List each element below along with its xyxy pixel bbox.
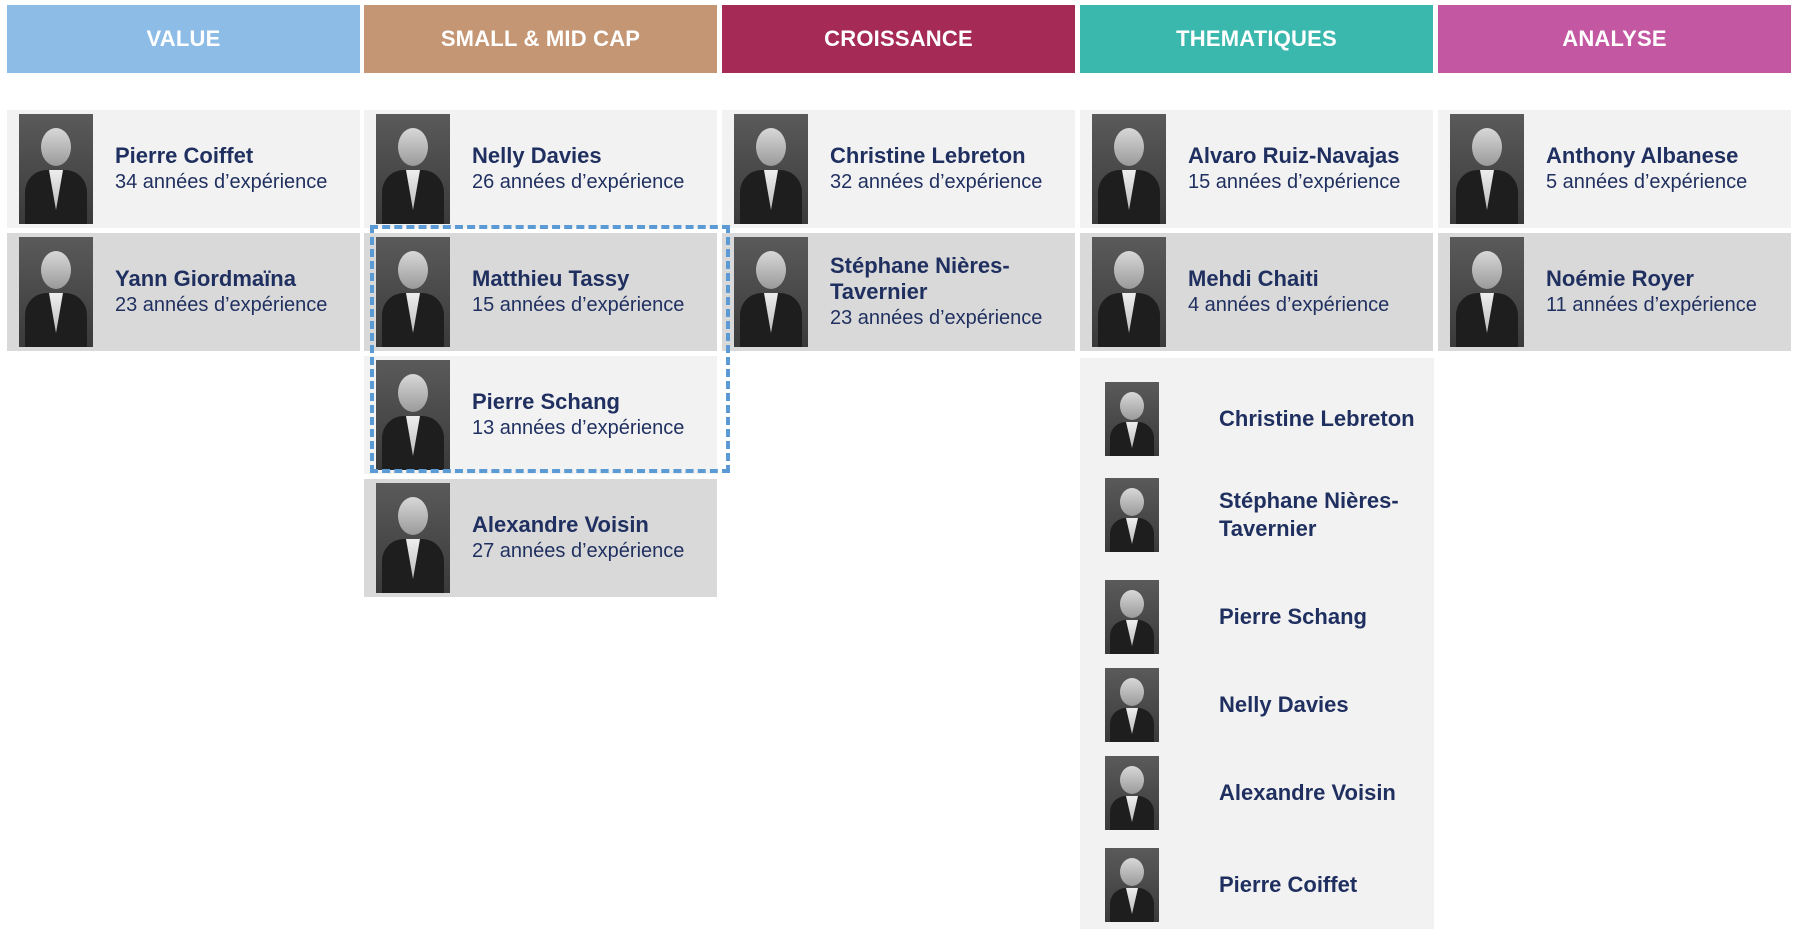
person-card: Mehdi Chaiti 4 années d’expérience [1080, 233, 1433, 351]
column-header-thematiques: THEMATIQUES [1080, 5, 1433, 73]
person-name: Nelly Davies [472, 143, 602, 168]
column-header-croissance: CROISSANCE [722, 5, 1075, 73]
contributor-item: Christine Lebreton [1105, 382, 1415, 456]
column-title: THEMATIQUES [1176, 26, 1337, 51]
person-experience: 34 années d’expérience [115, 171, 328, 193]
portrait-photo [1092, 114, 1166, 224]
person-card: Yann Giordmaïna 23 années d’expérience [7, 233, 360, 351]
person-card: Christine Lebreton 32 années d’expérienc… [722, 110, 1075, 228]
portrait-photo [734, 114, 808, 224]
person-experience: 32 années d’expérience [830, 171, 1043, 193]
contributor-name: Pierre Schang [1219, 604, 1367, 629]
portrait-photo [19, 114, 93, 224]
person-name: Pierre Coiffet [115, 143, 254, 168]
column-header-value: VALUE [7, 5, 360, 73]
person-experience: 13 années d’expérience [472, 417, 685, 439]
column-analyse: ANALYSE Anthony Albanese 5 années d’expé… [1438, 5, 1791, 351]
person-name: Alexandre Voisin [472, 512, 649, 537]
person-card: Alvaro Ruiz-Navajas 15 années d’expérien… [1080, 110, 1433, 228]
portrait-photo [1105, 382, 1159, 456]
person-name: Anthony Albanese [1546, 143, 1739, 168]
contributor-name: Christine Lebreton [1219, 406, 1415, 431]
person-name-line2: Tavernier [830, 279, 928, 304]
column-value: VALUE Pierre Coiffet 34 années d’expérie… [7, 5, 360, 351]
person-name: Yann Giordmaïna [115, 266, 296, 291]
portrait-photo [376, 360, 450, 470]
person-name: Matthieu Tassy [472, 266, 630, 291]
portrait-photo [1105, 848, 1159, 922]
person-name: Noémie Royer [1546, 266, 1694, 291]
column-title: SMALL & MID CAP [440, 26, 641, 51]
person-card: Nelly Davies 26 années d’expérience [364, 110, 717, 228]
contributor-name: Alexandre Voisin [1219, 780, 1396, 805]
person-experience: 23 années d’expérience [115, 294, 328, 316]
person-card: Matthieu Tassy 15 années d’expérience [364, 233, 717, 351]
portrait-photo [376, 114, 450, 224]
portrait-photo [1105, 478, 1159, 552]
contributor-item: Alexandre Voisin [1105, 756, 1396, 830]
column-header-analyse: ANALYSE [1438, 5, 1791, 73]
person-card: Pierre Coiffet 34 années d’expérience [7, 110, 360, 228]
portrait-photo [734, 237, 808, 347]
contributor-item: Stéphane Nières- Tavernier [1105, 478, 1399, 552]
portrait-photo [1105, 756, 1159, 830]
person-experience: 5 années d’expérience [1546, 171, 1748, 193]
person-experience: 27 années d’expérience [472, 540, 685, 562]
portrait-photo [1092, 237, 1166, 347]
person-experience: 4 années d’expérience [1188, 294, 1390, 316]
column-title: ANALYSE [1562, 26, 1667, 51]
contributor-item: Nelly Davies [1105, 668, 1349, 742]
person-name-line1: Stéphane Nières- [830, 253, 1010, 278]
person-name: Mehdi Chaiti [1188, 266, 1319, 291]
person-experience: 15 années d’expérience [472, 294, 685, 316]
person-name: Pierre Schang [472, 389, 620, 414]
portrait-photo [1105, 668, 1159, 742]
column-title: VALUE [146, 26, 221, 51]
person-name: Alvaro Ruiz-Navajas [1188, 143, 1400, 168]
person-experience: 11 années d’expérience [1546, 294, 1757, 316]
contributor-item: Pierre Schang [1105, 580, 1367, 654]
person-card: Alexandre Voisin 27 années d’expérience [364, 479, 717, 597]
person-card: Stéphane Nières- Tavernier 23 années d’e… [722, 233, 1075, 351]
portrait-photo [1105, 580, 1159, 654]
person-experience: 15 années d’expérience [1188, 171, 1401, 193]
person-card: Pierre Schang 13 années d’expérience [364, 356, 717, 474]
column-small-mid-cap: SMALL & MID CAP Nelly Davies 26 années d… [364, 5, 717, 597]
portrait-photo [1450, 114, 1524, 224]
contributor-name: Nelly Davies [1219, 692, 1349, 717]
column-thematiques: THEMATIQUES Alvaro Ruiz-Navajas 15 année… [1080, 5, 1433, 351]
portrait-photo [376, 483, 450, 593]
portrait-photo [1450, 237, 1524, 347]
contributor-name-line2: Tavernier [1219, 516, 1317, 541]
portrait-photo [376, 237, 450, 347]
contributor-name: Pierre Coiffet [1219, 872, 1358, 897]
column-title: CROISSANCE [824, 26, 973, 51]
person-card: Noémie Royer 11 années d’expérience [1438, 233, 1791, 351]
person-experience: 26 années d’expérience [472, 171, 685, 193]
person-name: Christine Lebreton [830, 143, 1026, 168]
column-header-small-mid-cap: SMALL & MID CAP [364, 5, 717, 73]
contributor-name-line1: Stéphane Nières- [1219, 488, 1399, 513]
person-experience: 23 années d’expérience [830, 307, 1043, 329]
column-croissance: CROISSANCE Christine Lebreton 32 années … [722, 5, 1075, 351]
portrait-photo [19, 237, 93, 347]
contributor-item: Pierre Coiffet [1105, 848, 1357, 922]
person-card: Anthony Albanese 5 années d’expérience [1438, 110, 1791, 228]
thematiques-contributors-panel: Christine Lebreton Stéphane Nières- Tave… [1080, 358, 1434, 929]
